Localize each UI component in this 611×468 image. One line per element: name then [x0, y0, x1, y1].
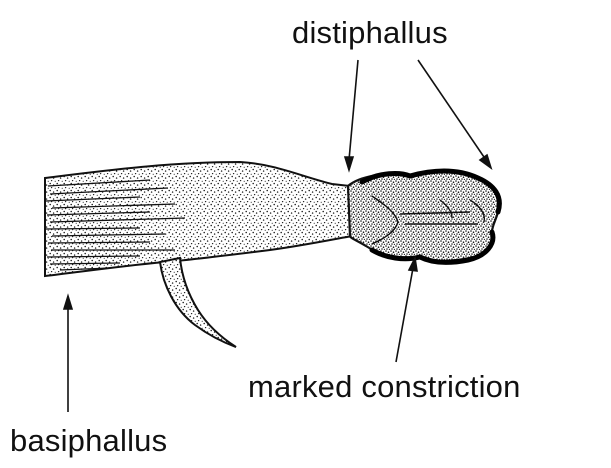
hooked-spine — [160, 258, 236, 347]
distiphallus-label: distiphallus — [292, 17, 448, 48]
marked-constriction-label: marked constriction — [248, 371, 521, 402]
basiphallus-label: basiphallus — [10, 425, 167, 456]
basiphallus-shaft — [45, 162, 352, 276]
distiphallus-head — [348, 172, 500, 261]
